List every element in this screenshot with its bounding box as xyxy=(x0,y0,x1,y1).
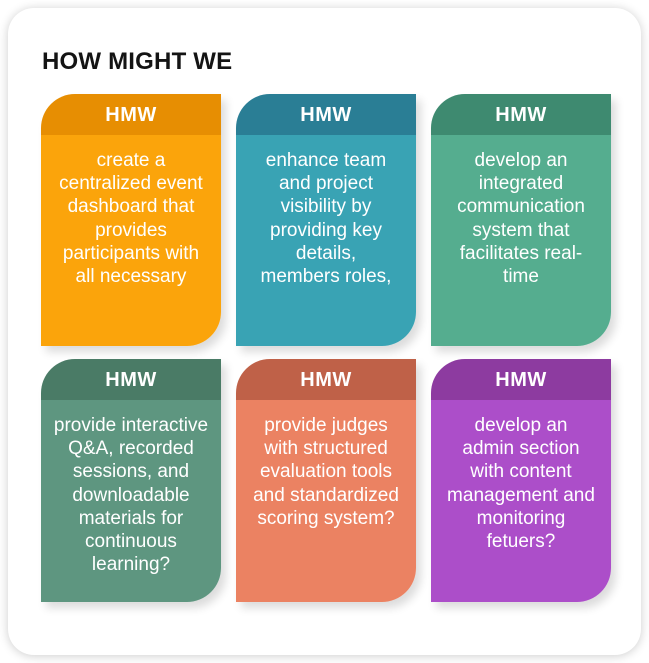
page-title: HOW MIGHT WE xyxy=(42,48,233,75)
hmw-card-header: HMW xyxy=(41,94,221,135)
hmw-card: HMW develop an integrated communication … xyxy=(431,94,611,346)
hmw-card-body-text: provide interactive Q&A, recorded sessio… xyxy=(53,415,209,576)
hmw-card-body-text: develop an admin section with content ma… xyxy=(447,415,595,552)
hmw-card-header-label: HMW xyxy=(495,103,547,126)
hmw-card-header: HMW xyxy=(41,359,221,400)
hmw-card-header-label: HMW xyxy=(300,368,352,391)
hmw-card-header: HMW xyxy=(236,94,416,135)
hmw-card-header: HMW xyxy=(431,94,611,135)
hmw-card-body: develop an admin section with content ma… xyxy=(431,400,611,602)
hmw-card-header-label: HMW xyxy=(105,103,157,126)
hmw-card-body: provide interactive Q&A, recorded sessio… xyxy=(41,400,221,602)
hmw-card-body-text: develop an integrated communication syst… xyxy=(457,150,585,287)
hmw-card-header-label: HMW xyxy=(105,368,157,391)
hmw-card-body: develop an integrated communication syst… xyxy=(431,135,611,346)
hmw-card-body-text: provide judges with structured evaluatio… xyxy=(253,415,399,529)
hmw-card-body: create a centralized event dashboard tha… xyxy=(41,135,221,346)
slide-container: HOW MIGHT WE HMW create a centralized ev… xyxy=(8,8,641,655)
hmw-card-header: HMW xyxy=(431,359,611,400)
hmw-card-body-text: enhance team and project visibility by p… xyxy=(260,150,392,287)
hmw-card: HMW enhance team and project visibility … xyxy=(236,94,416,346)
hmw-card: HMW develop an admin section with conten… xyxy=(431,359,611,602)
hmw-card-header-label: HMW xyxy=(495,368,547,391)
hmw-card: HMW provide judges with structured evalu… xyxy=(236,359,416,602)
hmw-card-body-text: create a centralized event dashboard tha… xyxy=(59,150,203,287)
hmw-card-body: enhance team and project visibility by p… xyxy=(236,135,416,346)
hmw-grid: HMW create a centralized event dashboard… xyxy=(41,94,611,602)
hmw-card-header-label: HMW xyxy=(300,103,352,126)
hmw-card: HMW create a centralized event dashboard… xyxy=(41,94,221,346)
hmw-card-body: provide judges with structured evaluatio… xyxy=(236,400,416,602)
hmw-card-header: HMW xyxy=(236,359,416,400)
hmw-card: HMW provide interactive Q&A, recorded se… xyxy=(41,359,221,602)
